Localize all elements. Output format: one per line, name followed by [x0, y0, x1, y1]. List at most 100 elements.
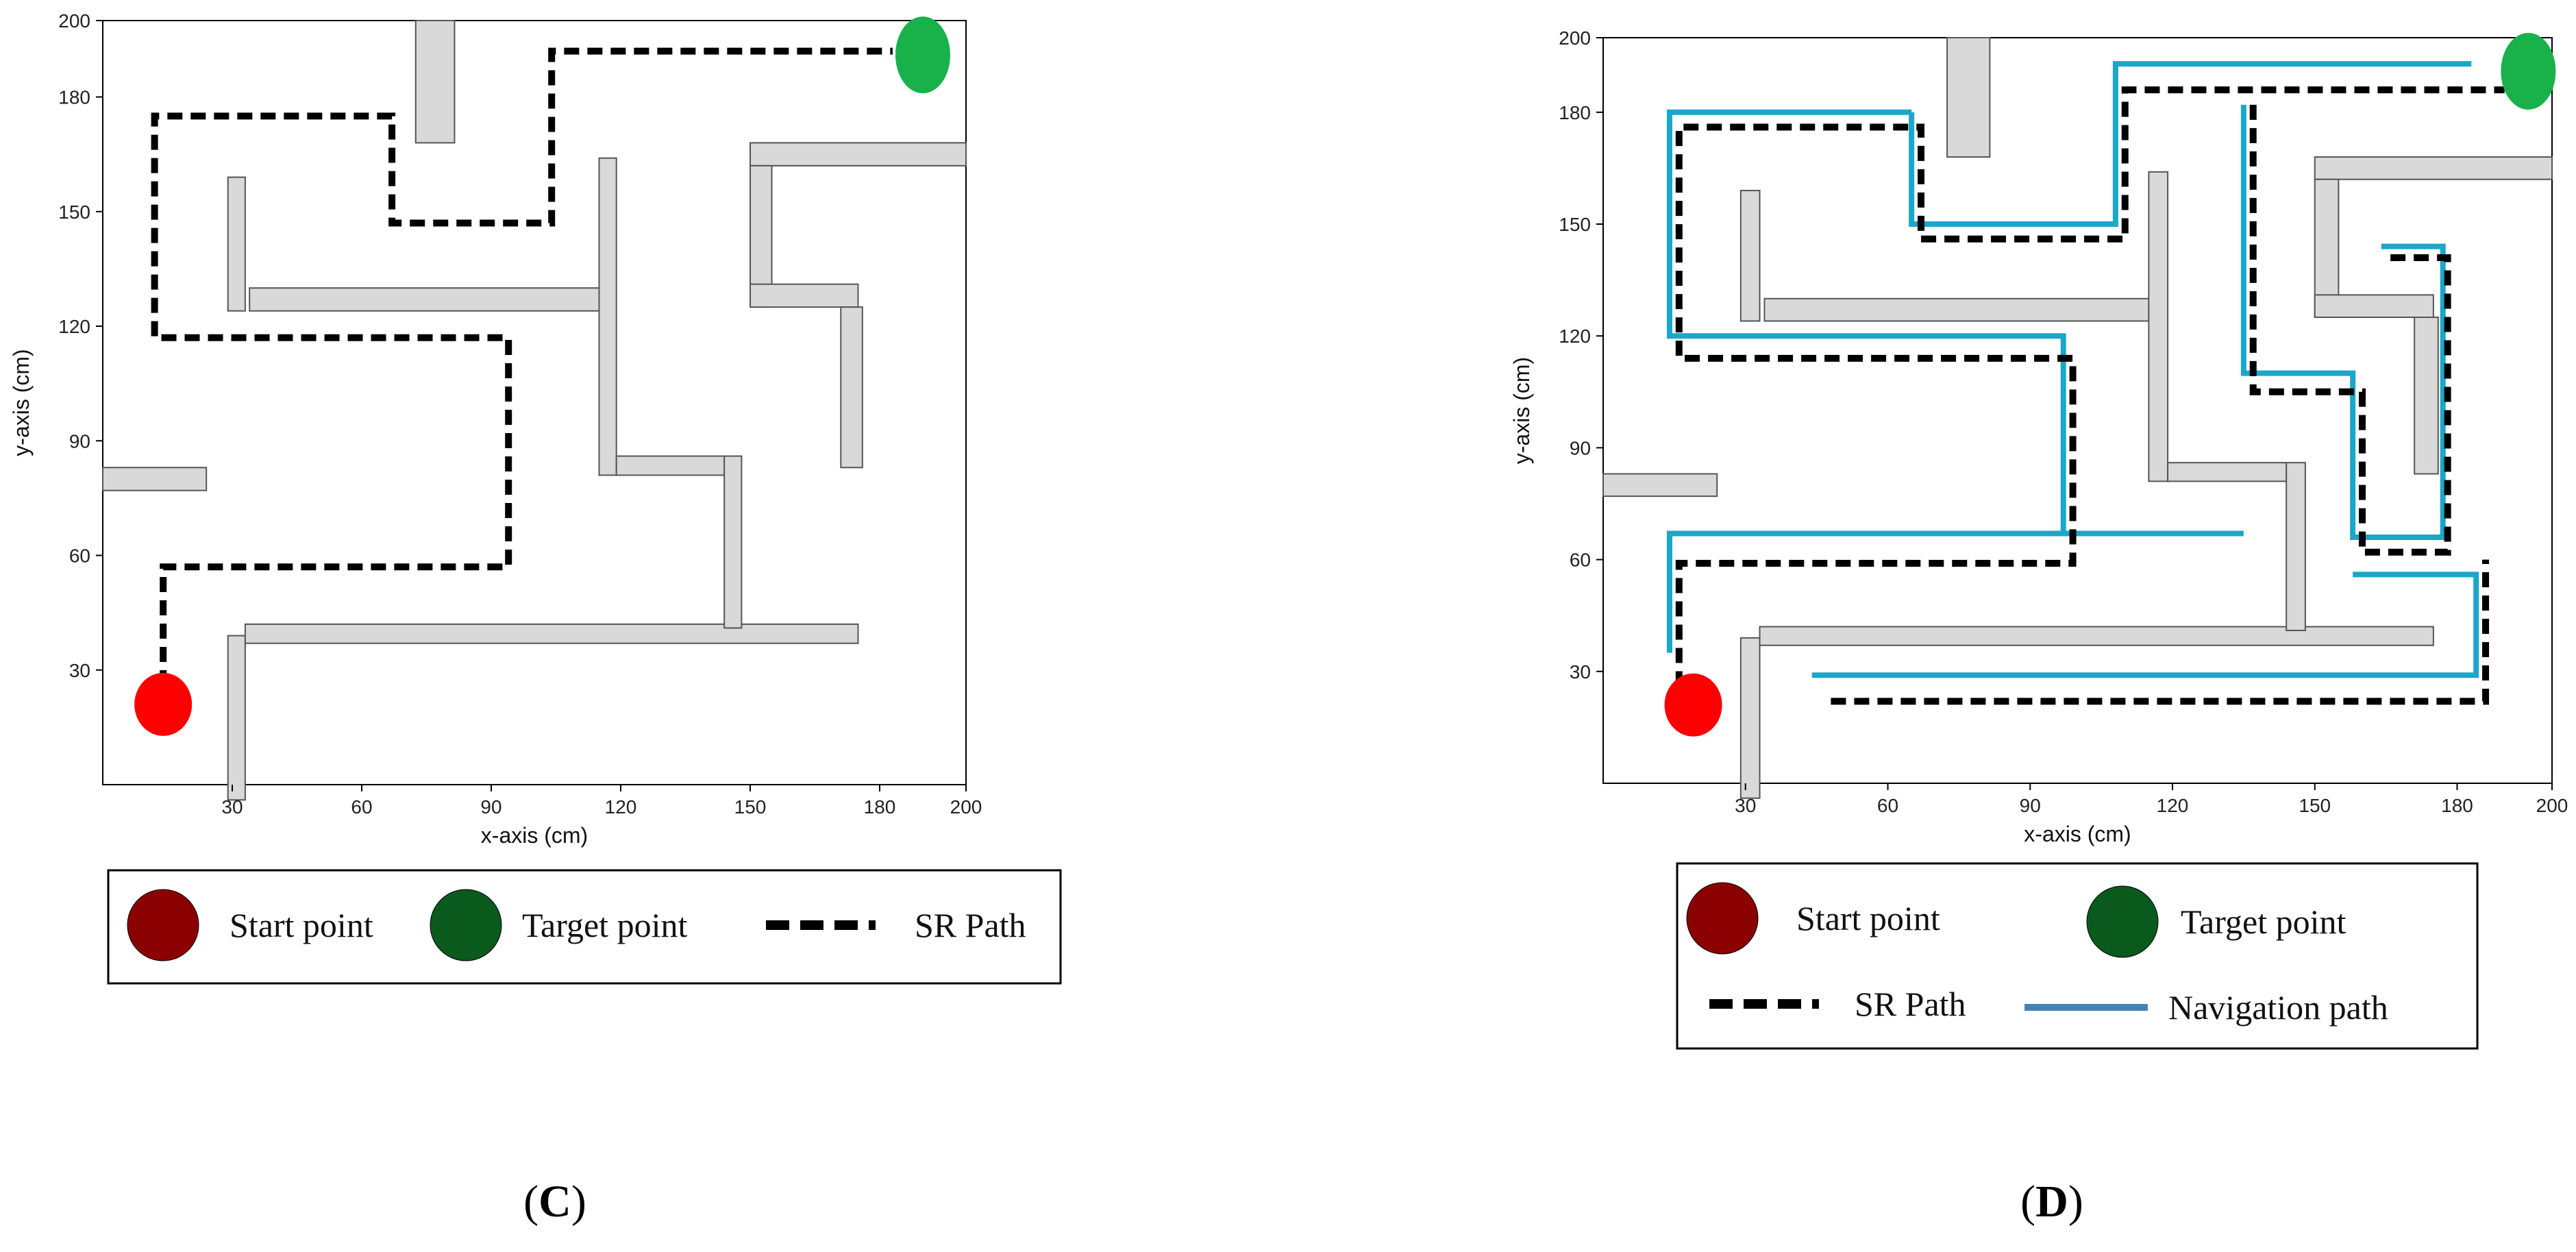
legend-c: Start point Target point SR Path	[107, 869, 1062, 985]
sr-path-d-1	[2249, 104, 2451, 556]
wall-c-1	[102, 467, 208, 491]
plot-frame-d	[1602, 37, 2553, 784]
nav-legend-label: Navigation path	[2168, 988, 2388, 1027]
ticks-d: 30 60 90 120 150 180 200 30 60 90 120 150 180 200	[1559, 27, 2568, 816]
y-tick-label: 120	[58, 316, 90, 337]
start-marker-d	[1664, 673, 1722, 737]
wall-d-7	[2167, 462, 2288, 482]
x-tick-label: 60	[1877, 795, 1898, 816]
wall-d-12	[2414, 317, 2439, 475]
target-legend-swatch	[430, 889, 502, 961]
x-tick-label: 180	[2441, 795, 2473, 816]
wall-d-2	[1739, 637, 1761, 799]
y-tick-label: 180	[1559, 102, 1591, 123]
wall-c-5	[249, 287, 600, 312]
ticks-c: 30 60 90 120 150 180 200 30 60 90 120 150 180 200	[58, 10, 982, 818]
sr-legend-label: SR Path	[915, 906, 1026, 944]
wall-c-4	[227, 176, 246, 312]
walls-c	[102, 20, 967, 801]
wall-d-11	[2314, 294, 2434, 318]
target-marker-c	[895, 16, 950, 94]
y-tick-label: 60	[69, 545, 90, 567]
x-tick-label: 150	[734, 796, 767, 818]
legend-box-c	[107, 869, 1062, 985]
wall-c-3	[244, 623, 859, 644]
navigation-path-d-2	[1909, 61, 2472, 227]
navigation-path-d-3	[2240, 104, 2446, 540]
wall-d-3	[1759, 626, 2434, 646]
plot-frame-c	[102, 20, 967, 785]
markers-d	[1664, 32, 2556, 737]
start-marker-c	[134, 672, 193, 736]
x-axis-title-c: x-axis (cm)	[481, 823, 588, 848]
navigation-path-d-0	[1666, 530, 2244, 653]
wall-d-6	[2148, 171, 2169, 482]
wall-c-8	[723, 455, 743, 629]
y-tick-label: 150	[58, 201, 90, 223]
y-tick-label: 30	[69, 660, 90, 681]
panel-label-d: (D)	[2020, 1177, 2083, 1227]
x-tick-label: 120	[2157, 795, 2189, 816]
y-tick-label: 120	[1559, 326, 1591, 347]
start-legend-label: Start point	[230, 906, 373, 944]
markers-c	[134, 16, 950, 736]
target-marker-d	[2501, 32, 2556, 110]
x-tick-label: 90	[2020, 795, 2041, 816]
y-tick-label: 60	[1570, 550, 1591, 571]
x-tick-label: 200	[950, 796, 982, 818]
sr-path-d-0	[1675, 86, 2505, 687]
panel-d: 30 60 90 120 150 180 200 30 60 90 120 150 180 200 x-a…	[1509, 27, 2568, 1227]
wall-d-9	[2314, 156, 2553, 180]
x-tick-label: 60	[351, 796, 372, 818]
start-legend-swatch	[127, 889, 199, 961]
x-tick-label: 30	[221, 796, 243, 818]
wall-c-11	[750, 283, 859, 308]
paths-c	[151, 47, 893, 686]
x-tick-label: 200	[2536, 795, 2568, 816]
wall-d-1	[1602, 473, 1718, 498]
panel-label-c: (C)	[523, 1177, 586, 1227]
paths-d	[1666, 61, 2505, 705]
wall-d-0	[1946, 37, 1991, 158]
navigation-path-d-4	[1811, 572, 2479, 678]
sr-legend-label: SR Path	[1855, 985, 1966, 1023]
x-tick-label: 180	[864, 796, 896, 818]
wall-c-2	[227, 635, 246, 801]
navigation-path-d-1	[1666, 109, 2066, 534]
y-tick-label: 90	[1570, 437, 1591, 458]
y-tick-label: 180	[58, 87, 90, 108]
y-axis-title-d: y-axis (cm)	[1509, 357, 1534, 464]
x-tick-label: 120	[605, 796, 637, 818]
wall-c-6	[598, 157, 617, 476]
y-tick-label: 90	[69, 430, 90, 452]
sr-path-c-0	[151, 47, 893, 686]
target-legend-label: Target point	[2181, 903, 2346, 941]
x-axis-title-d: x-axis (cm)	[2024, 822, 2131, 846]
legend-box-d	[1676, 862, 2479, 1050]
target-legend-label: Target point	[522, 906, 687, 944]
y-tick-label: 200	[1559, 27, 1591, 49]
y-tick-label: 30	[1570, 661, 1591, 683]
x-tick-label: 150	[2299, 795, 2331, 816]
wall-c-9	[750, 142, 967, 167]
panel-letter-d: D	[2035, 1177, 2068, 1227]
y-tick-label: 200	[58, 10, 90, 32]
panel-letter-c: C	[538, 1177, 571, 1227]
panel-c: 30 60 90 120 150 180 200 30 60 90 120 150 180 200 x-a…	[9, 10, 1062, 1227]
wall-c-7	[615, 455, 726, 476]
wall-d-4	[1739, 190, 1761, 322]
y-tick-label: 150	[1559, 214, 1591, 235]
wall-c-0	[414, 20, 456, 144]
wall-d-8	[2286, 462, 2306, 631]
wall-c-12	[840, 306, 863, 469]
y-axis-title-c: y-axis (cm)	[9, 349, 34, 456]
target-legend-swatch	[2086, 885, 2159, 958]
start-legend-swatch	[1686, 882, 1759, 955]
walls-d	[1602, 37, 2553, 799]
x-tick-label: 90	[480, 796, 501, 818]
wall-d-5	[1763, 297, 2150, 322]
x-tick-label: 30	[1735, 795, 1756, 816]
sr-path-d-2	[1831, 559, 2490, 705]
